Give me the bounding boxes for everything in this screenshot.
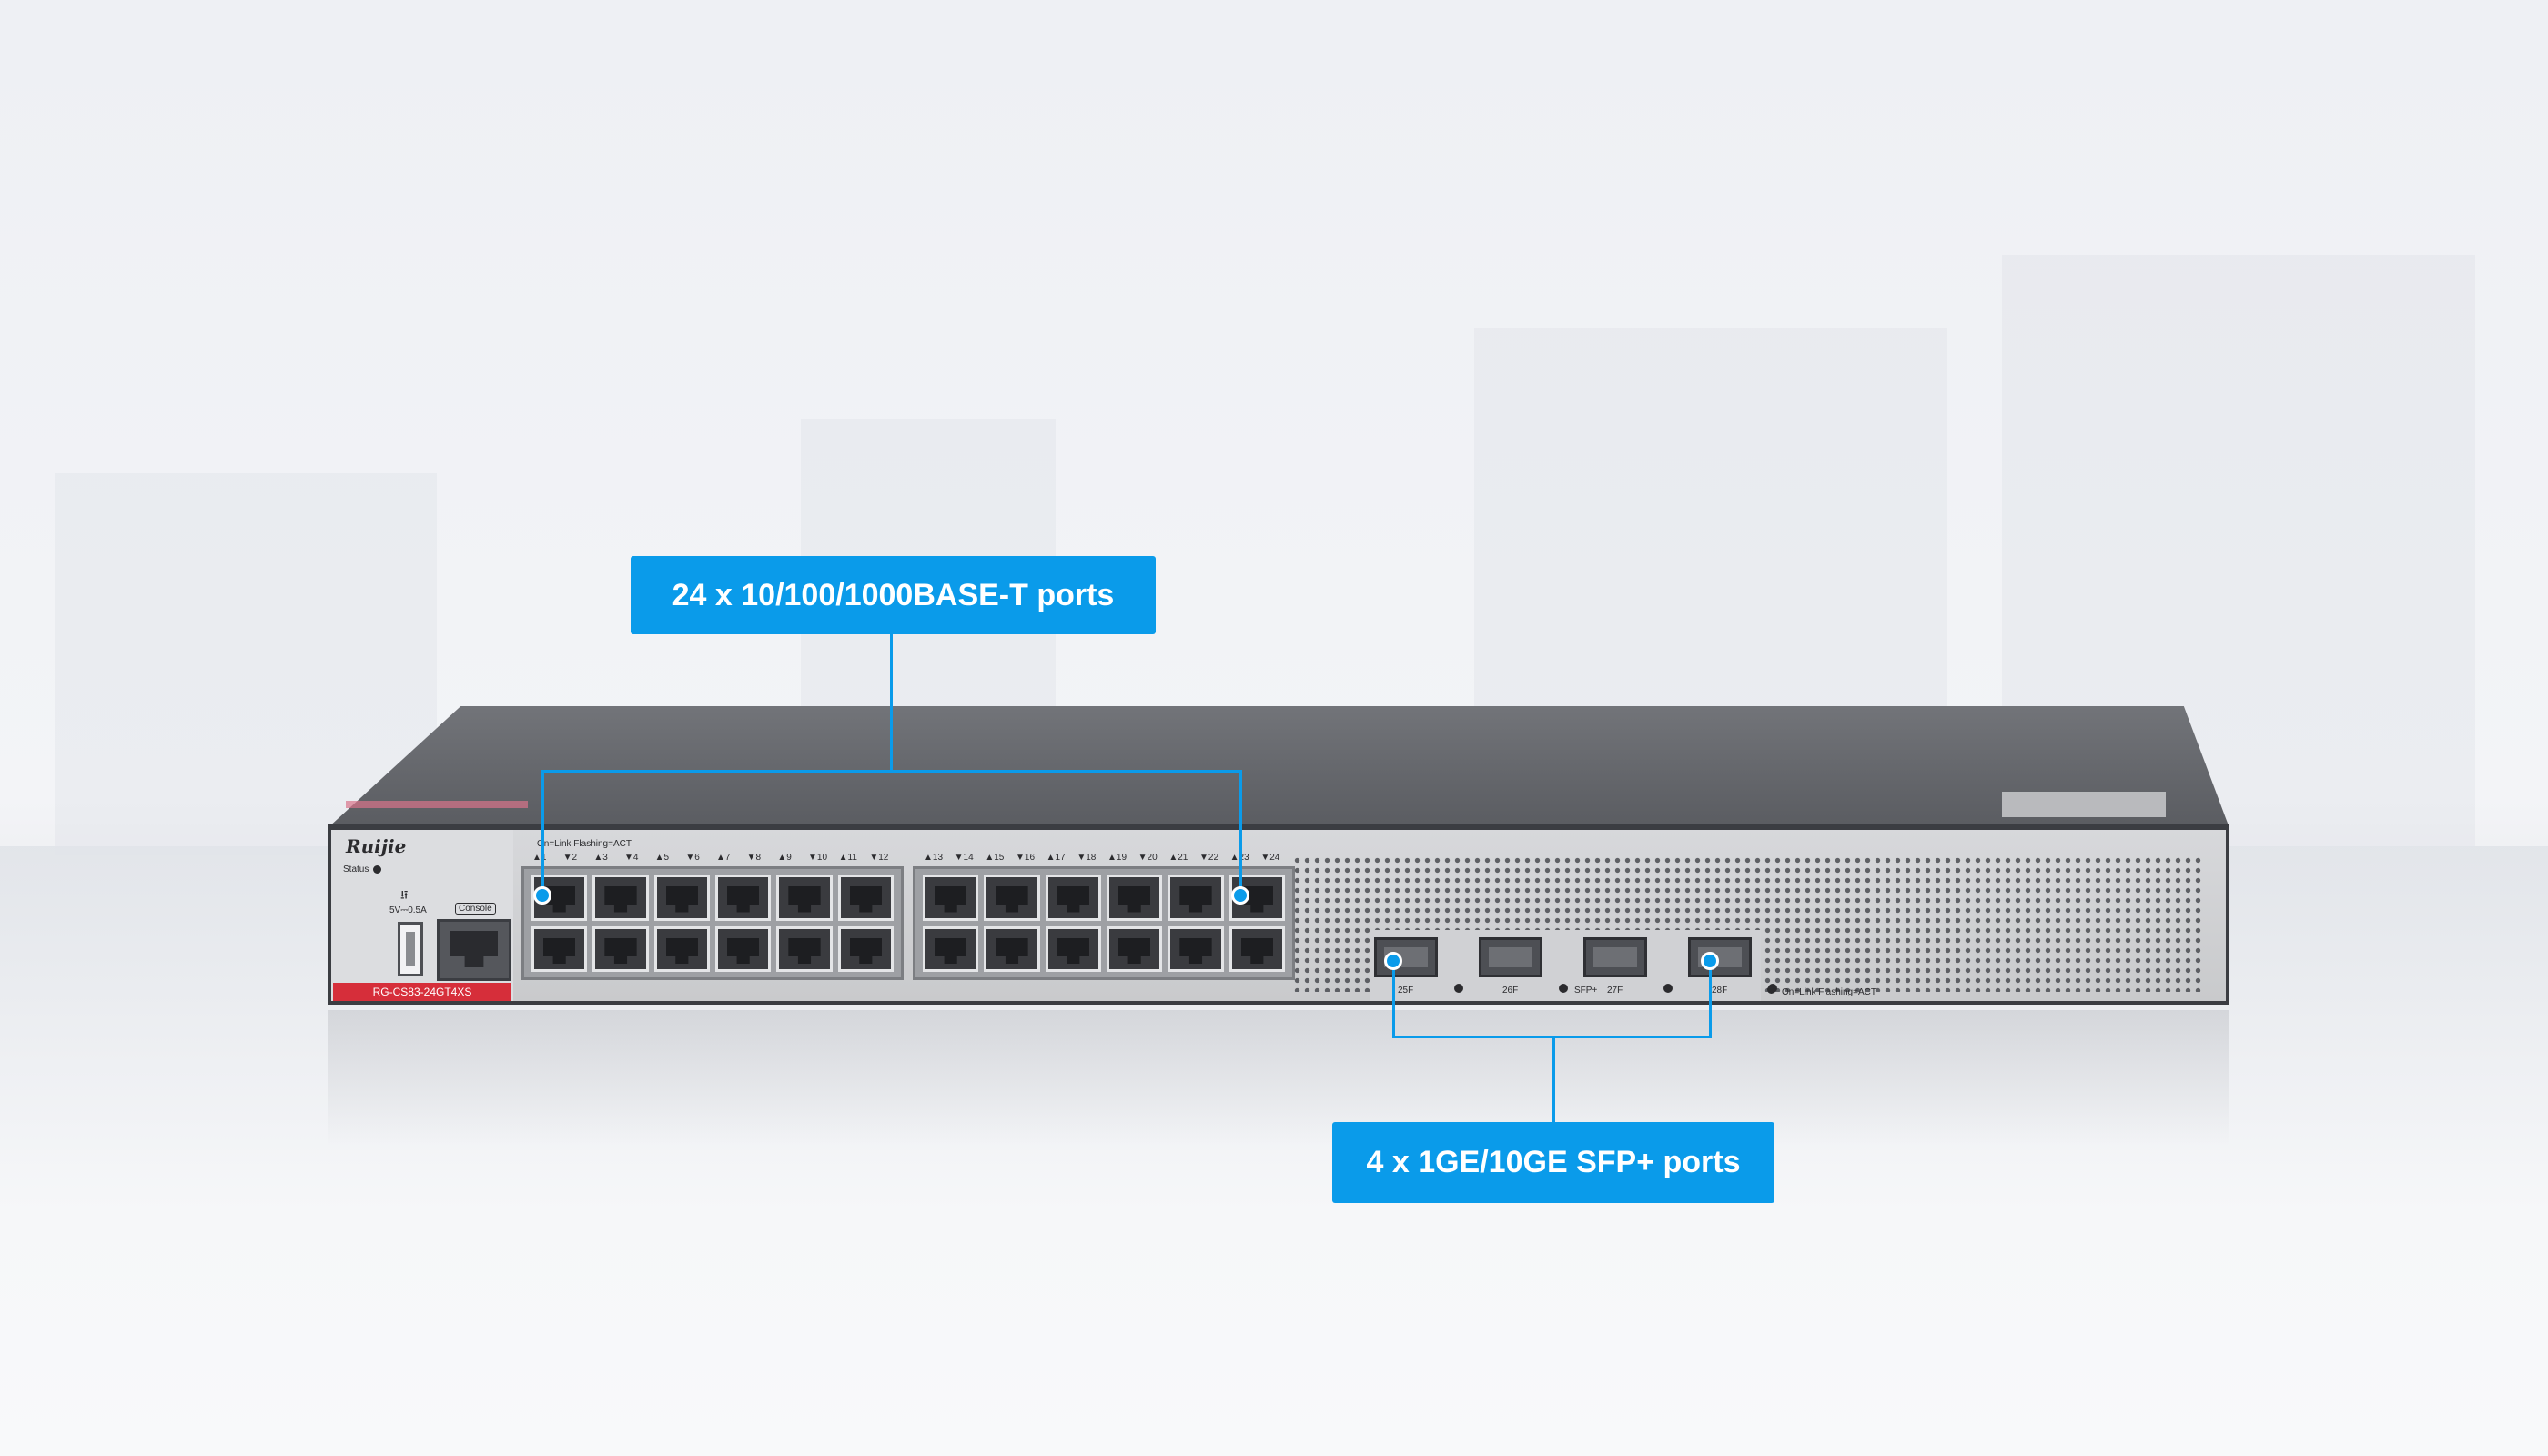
top-sticker — [2002, 792, 2166, 817]
brand-logo: Ruijie — [346, 835, 407, 857]
rj45-port-number: ▲3 — [593, 853, 608, 863]
callout-line — [1392, 961, 1395, 1037]
callout-line — [541, 770, 1242, 773]
rj45-port — [776, 875, 833, 921]
rj45-port — [1106, 925, 1163, 972]
sfp-led — [1559, 984, 1568, 993]
rj45-port — [1228, 875, 1285, 921]
rj45-ports-callout: 24 x 10/100/1000BASE-T ports — [631, 556, 1156, 634]
rj45-port-number: ▲7 — [716, 853, 731, 863]
sfp-group-label: SFP+ — [1574, 986, 1598, 996]
rj45-port — [1228, 925, 1285, 972]
rj45-port-number: ▲19 — [1107, 853, 1127, 863]
rj45-port-number: ▲5 — [654, 853, 670, 863]
callout-line — [890, 634, 893, 771]
rj45-port-number: ▼22 — [1199, 853, 1219, 863]
rj45-port — [923, 925, 979, 972]
sfp-label-28: 28F — [1712, 986, 1728, 996]
rj45-port — [1106, 875, 1163, 921]
rj45-port — [592, 925, 649, 972]
rj45-port — [923, 875, 979, 921]
callout-dot — [1384, 952, 1402, 970]
console-port — [437, 919, 511, 981]
rj45-port-number: ▼2 — [562, 853, 578, 863]
rj45-port-number: ▼12 — [869, 853, 889, 863]
rj45-port — [837, 875, 894, 921]
sfp-led — [1454, 984, 1463, 993]
console-label: Console — [455, 903, 496, 915]
rj45-port-number: ▲13 — [924, 853, 944, 863]
rj45-port-number: ▼10 — [808, 853, 828, 863]
callout-dot — [1701, 952, 1719, 970]
rj45-port — [714, 875, 772, 921]
rj45-port — [837, 925, 894, 972]
sfp-legend-led — [1767, 986, 1775, 994]
callout-line — [1709, 961, 1712, 1037]
sfp-label-26: 26F — [1502, 986, 1519, 996]
top-red-strip — [346, 801, 528, 808]
rj45-port — [984, 925, 1040, 972]
rj45-bank-13-24 — [913, 866, 1295, 980]
rj45-port — [531, 925, 588, 972]
rj45-port-number: ▼6 — [685, 853, 700, 863]
rj45-port-number: ▲21 — [1168, 853, 1188, 863]
callout-line — [541, 770, 544, 895]
rj45-port — [1168, 925, 1224, 972]
callout-line — [1392, 1036, 1712, 1038]
sfp-label-25: 25F — [1398, 986, 1414, 996]
rj45-port-number: ▼14 — [954, 853, 974, 863]
rj45-port — [1168, 875, 1224, 921]
rj45-port-number: ▲11 — [838, 853, 857, 863]
callout-line — [1239, 770, 1242, 895]
rj45-port-number: ▲17 — [1046, 853, 1066, 863]
rj45-port — [984, 875, 1040, 921]
usb-rating: 5V⎓0.5A — [389, 905, 427, 915]
callout-dot — [1231, 886, 1249, 905]
rj45-port-number: ▼16 — [1016, 853, 1036, 863]
usb-icon: ⭿ — [400, 888, 409, 902]
sfp-port-26 — [1479, 937, 1542, 977]
rj45-port — [776, 925, 833, 972]
status-led — [373, 865, 381, 874]
rj45-led-legend: On=Link Flashing=ACT — [537, 839, 632, 849]
usb-port — [398, 922, 423, 976]
rj45-port-number: ▼4 — [624, 853, 639, 863]
rj45-port-number: ▲15 — [985, 853, 1005, 863]
rj45-port-number: ▼8 — [746, 853, 762, 863]
callout-dot — [533, 886, 551, 905]
sfp-label-27: 27F — [1607, 986, 1623, 996]
sfp-port-27 — [1583, 937, 1647, 977]
model-label: RG-CS83-24GT4XS — [333, 983, 511, 1001]
sfp-led — [1663, 984, 1673, 993]
status-label: Status — [343, 864, 369, 875]
rj45-port-number: ▼24 — [1260, 853, 1280, 863]
rj45-bank-1-12 — [521, 866, 904, 980]
sfp-ports-callout: 4 x 1GE/10GE SFP+ ports — [1332, 1122, 1774, 1203]
callout-line — [1552, 1036, 1555, 1123]
rj45-port — [1045, 875, 1101, 921]
rj45-port — [592, 875, 649, 921]
sfp-led-legend: On=Link Flashing=ACT — [1782, 987, 1876, 997]
rj45-port-number: ▼18 — [1077, 853, 1097, 863]
switch-top-cover — [328, 706, 2230, 828]
floor-reflection — [328, 1010, 2230, 1147]
rj45-port-number: ▲9 — [777, 853, 792, 863]
rj45-port — [714, 925, 772, 972]
rj45-port-number: ▲1 — [532, 853, 547, 863]
rj45-port — [653, 925, 710, 972]
sfp-port-28 — [1688, 937, 1752, 977]
rj45-port — [1045, 925, 1101, 972]
rj45-port-number: ▼20 — [1138, 853, 1158, 863]
rj45-port — [653, 875, 710, 921]
